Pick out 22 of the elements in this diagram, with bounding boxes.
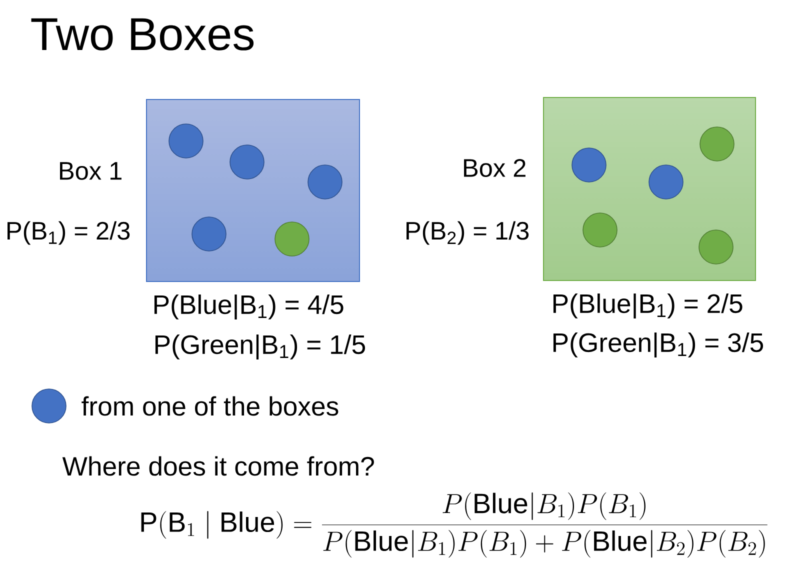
- caption-text: from one of the boxes: [82, 396, 338, 416]
- formula: $\mathrm{P}(\mathrm{B}_{1}\mid\mathrm{Blue}) = \frac{P(\mathrm{Blue}|B_{1})P(B_{1})}{P(\mathrm{Blue}|B_{1})P(B_{1})+P(\mathrm{Blue}|B_{2})P(B_{2})}$: [141, 492, 768, 558]
- ball: [572, 148, 606, 182]
- box-label: Box 2: [464, 159, 526, 177]
- probability-label: P(Blue|B$_{1}$) = 4/5: [154, 294, 344, 320]
- ball: [274, 222, 310, 256]
- box-label: Box 1: [60, 162, 122, 180]
- ball: [168, 124, 204, 158]
- question-text: Where does it come from?: [62, 456, 374, 476]
- probability-label: P(B$_{2}$) = 1/3: [406, 221, 529, 245]
- probability-label: P(B$_{1}$) = 2/3: [8, 221, 130, 245]
- ball: [698, 230, 734, 264]
- ball: [230, 144, 264, 180]
- probability-label: P(Green|B$_{1}$) = 3/5: [553, 332, 764, 358]
- ball: [192, 216, 226, 252]
- ball: [700, 126, 734, 162]
- probability-label: P(Blue|B$_{1}$) = 2/5: [553, 294, 742, 318]
- ball: [582, 212, 618, 248]
- ball: [308, 164, 342, 200]
- ball: [648, 164, 684, 200]
- title: Two Boxes: [31, 18, 254, 50]
- probability-label: P(Green|B$_{1}$) = 1/5: [155, 334, 366, 360]
